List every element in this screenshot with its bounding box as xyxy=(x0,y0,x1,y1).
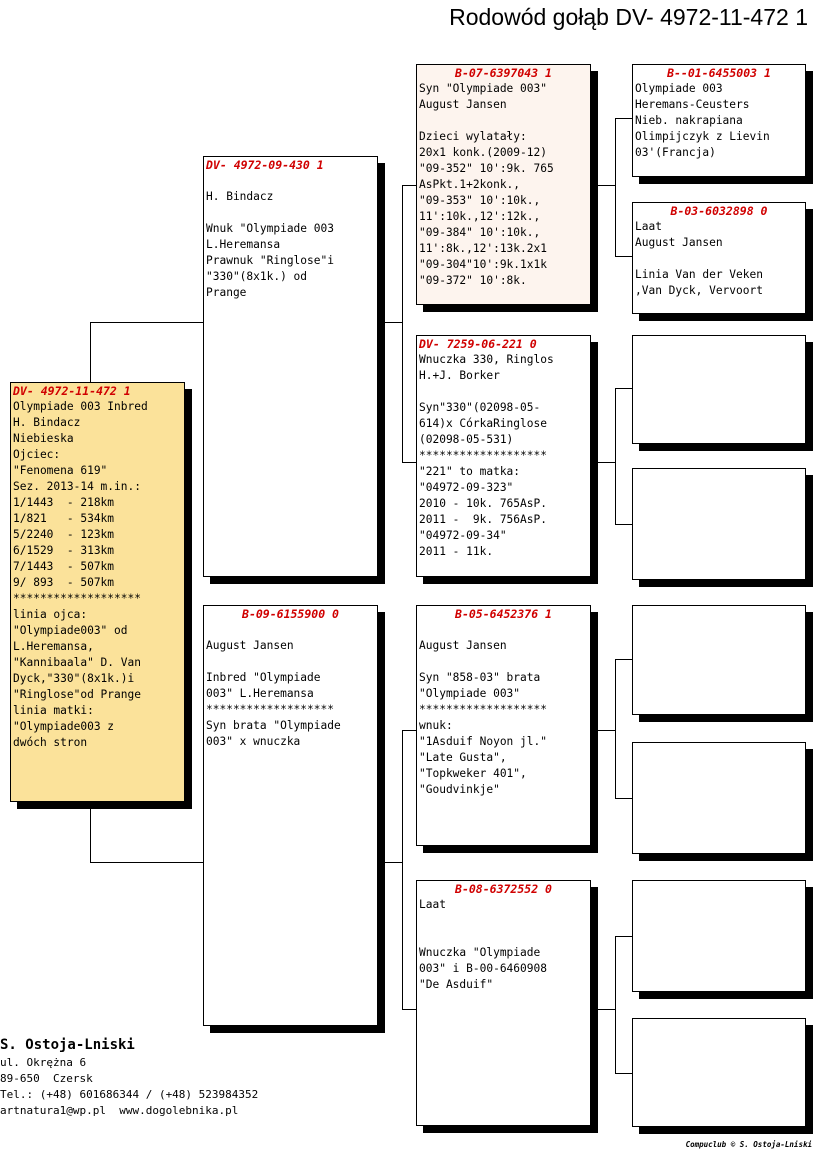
ring-number: B-09-6155900 0 xyxy=(242,607,339,621)
pigeon-details: Olympiade 003 Heremans-Ceusters Nieb. na… xyxy=(635,82,770,159)
ring-number: B-07-6397043 1 xyxy=(455,66,552,80)
connector-line xyxy=(402,730,403,1010)
empty-ancestor-card[interactable] xyxy=(632,880,806,992)
empty-ancestor-card[interactable] xyxy=(632,1018,806,1127)
connector-line xyxy=(590,462,615,463)
ring-number: B-08-6372552 0 xyxy=(455,882,552,896)
connector-line xyxy=(590,1009,615,1010)
owner-phone: Tel.: (+48) 601686344 / (+48) 523984352 xyxy=(0,1088,259,1101)
empty-ancestor-card[interactable] xyxy=(632,742,806,854)
connector-line xyxy=(402,462,417,463)
connector-line xyxy=(590,185,615,186)
connector-line xyxy=(377,862,402,863)
granddam-maternal-card[interactable]: B-08-6372552 0 Laat Wnuczka "Olympiade 0… xyxy=(416,880,591,1126)
connector-line xyxy=(615,659,633,660)
connector-line xyxy=(402,185,417,186)
pigeon-details: Syn "Olympiade 003" August Jansen Dzieci… xyxy=(419,82,554,287)
connector-line xyxy=(615,1073,633,1074)
ring-number: DV- 4972-11-472 1 xyxy=(13,384,131,398)
owner-name: S. Ostoja-Lniski xyxy=(0,1037,135,1053)
page-title: Rodowód gołąb DV- 4972-11-472 1 xyxy=(449,4,808,30)
connector-line xyxy=(615,659,616,799)
connector-line xyxy=(615,118,616,257)
software-credit: Compuclub © S. Ostoja-Lniski xyxy=(685,1140,812,1149)
great-granddam-card[interactable]: B-03-6032898 0 Laat August Jansen Linia … xyxy=(632,202,806,314)
connector-line xyxy=(90,862,204,863)
ring-number: DV- 4972-09-430 1 xyxy=(206,158,324,172)
grandsire-paternal-card[interactable]: B-07-6397043 1 Syn "Olympiade 003" Augus… xyxy=(416,64,591,305)
connector-line xyxy=(615,118,633,119)
connector-line xyxy=(615,388,616,525)
pigeon-card[interactable]: DV- 4972-11-472 1 Olympiade 003 Inbred H… xyxy=(10,382,185,802)
sire-card[interactable]: DV- 4972-09-430 1 H. Bindacz Wnuk "Olymp… xyxy=(203,156,378,577)
connector-line xyxy=(615,388,633,389)
pigeon-details: Wnuczka 330, Ringlos H.+J. Borker Syn"33… xyxy=(419,353,554,558)
pigeon-details: Laat August Jansen Linia Van der Veken ,… xyxy=(635,220,763,297)
connector-line xyxy=(615,256,633,257)
connector-line xyxy=(402,1009,417,1010)
pigeon-details: Olympiade 003 Inbred H. Bindacz Niebiesk… xyxy=(13,400,148,749)
owner-web[interactable]: artnatura1@wp.pl www.dogolebnika.pl xyxy=(0,1104,239,1117)
ring-number: B--01-6455003 1 xyxy=(667,66,771,80)
connector-line xyxy=(402,185,403,463)
connector-line xyxy=(615,936,633,937)
empty-ancestor-card[interactable] xyxy=(632,335,806,444)
connector-line xyxy=(615,936,616,1074)
pigeon-details: H. Bindacz Wnuk "Olympiade 003 L.Hereman… xyxy=(206,190,334,299)
ring-number: B-03-6032898 0 xyxy=(670,204,768,218)
pigeon-details: August Jansen Inbred "Olympiade 003" L.H… xyxy=(206,639,341,748)
pigeon-details: Laat Wnuczka "Olympiade 003" i B-00-6460… xyxy=(419,898,547,991)
connector-line xyxy=(615,524,633,525)
great-grandsire-card[interactable]: B--01-6455003 1 Olympiade 003 Heremans-C… xyxy=(632,64,806,177)
connector-line xyxy=(90,322,204,323)
connector-line xyxy=(402,730,417,731)
dam-card[interactable]: B-09-6155900 0 August Jansen Inbred "Oly… xyxy=(203,605,378,1026)
grandsire-maternal-card[interactable]: B-05-6452376 1 August Jansen Syn "858-03… xyxy=(416,605,591,846)
owner-street: ul. Okrężna 6 xyxy=(0,1056,87,1069)
granddam-paternal-card[interactable]: DV- 7259-06-221 0 Wnuczka 330, Ringlos H… xyxy=(416,335,591,577)
empty-ancestor-card[interactable] xyxy=(632,468,806,580)
owner-info: S. Ostoja-Lniski ul. Okrężna 6 89-650 Cz… xyxy=(0,1035,258,1119)
ring-number: DV- 7259-06-221 0 xyxy=(419,337,537,351)
connector-line xyxy=(590,730,615,731)
owner-city: 89-650 Czersk xyxy=(0,1072,93,1085)
pigeon-details: August Jansen Syn "858-03" brata "Olympi… xyxy=(419,639,547,796)
ring-number: B-05-6452376 1 xyxy=(455,607,552,621)
connector-line xyxy=(377,322,402,323)
connector-line xyxy=(615,798,633,799)
empty-ancestor-card[interactable] xyxy=(632,605,806,715)
